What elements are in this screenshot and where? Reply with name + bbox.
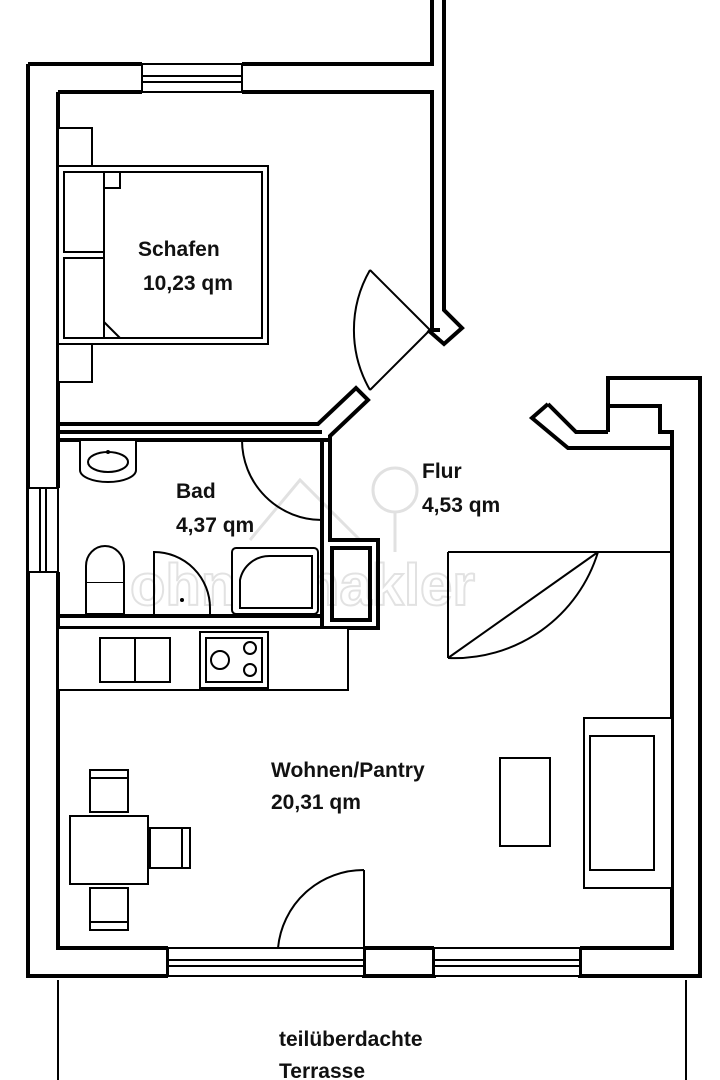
door-living (447, 551, 599, 660)
room-name-schlafen: Schafen (138, 238, 220, 261)
sofa-area (499, 717, 673, 889)
bed (57, 127, 269, 383)
terrace (57, 980, 687, 1080)
bathroom-fixtures (79, 439, 319, 616)
coffee-table (499, 757, 551, 847)
toilet-icon (85, 581, 125, 615)
kitchen (57, 627, 349, 691)
door-bath (241, 439, 323, 521)
window-bedroom (141, 63, 243, 93)
doors (241, 269, 599, 949)
room-name-flur: Flur (422, 460, 462, 483)
dining-set (69, 769, 191, 931)
sink-icon (79, 439, 137, 483)
window-bath (27, 487, 59, 573)
room-labels: Schafen 10,23 qm Bad 4,37 qm Flur 4,53 q… (138, 238, 500, 1080)
room-area-schlafen: 10,23 qm (143, 272, 233, 295)
room-area-flur: 4,53 qm (422, 494, 500, 517)
terrace-label-line2: Terrasse (279, 1060, 365, 1080)
windows (27, 63, 581, 977)
door-terrace (277, 868, 365, 949)
sofa (583, 717, 673, 889)
room-area-wohnen: 20,31 qm (271, 791, 361, 814)
room-name-bad: Bad (176, 480, 216, 503)
interior-walls (58, 385, 672, 630)
window-living-right (433, 947, 581, 977)
room-area-bad: 4,37 qm (176, 514, 254, 537)
bathtub-icon (231, 547, 319, 615)
door-bedroom (352, 269, 431, 391)
room-name-wohnen: Wohnen/Pantry (271, 759, 425, 782)
window-living-left (167, 947, 365, 977)
terrace-label-line1: teilüberdachte (279, 1028, 423, 1051)
shower-icon (153, 550, 211, 616)
